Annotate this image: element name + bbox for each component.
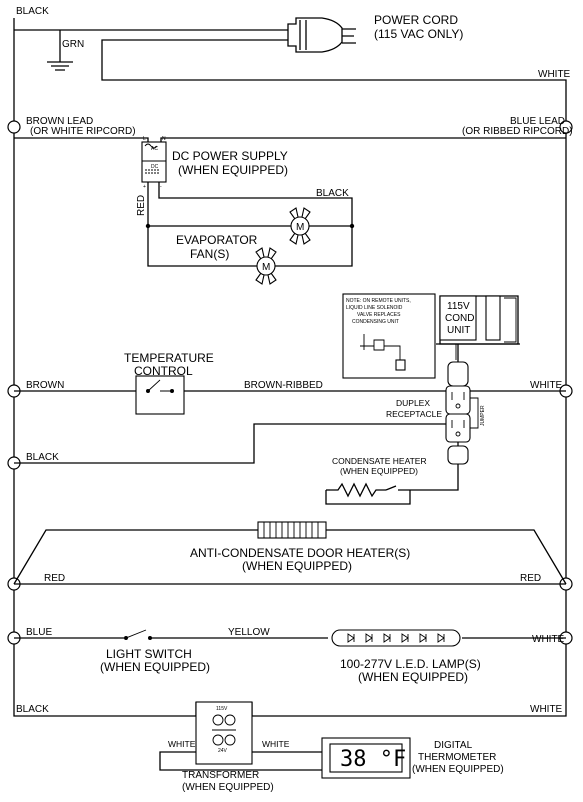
duplex-receptacle-title: DUPLEX: [396, 398, 430, 408]
thermometer-subtitle: (WHEN EQUIPPED): [412, 764, 504, 775]
remote-unit-note-box: [342, 293, 436, 379]
evaporator-title: EVAPORATOR: [176, 233, 258, 247]
evaporator-fan-2-icon: [255, 247, 277, 285]
thermometer-title-2: THERMOMETER: [418, 752, 496, 763]
dc-power-supply-subtitle: (WHEN EQUIPPED): [178, 163, 288, 177]
condensing-unit: [436, 295, 520, 360]
dc-supply-wiring: [14, 137, 566, 267]
wire-label-black-bottom: BLACK: [16, 704, 49, 715]
temperature-control-subtitle: CONTROL: [134, 364, 193, 378]
transformer-subtitle: (WHEN EQUIPPED): [182, 782, 274, 793]
brown-lead-label: BROWN LEAD: [26, 116, 93, 127]
cond-unit-label-3: UNIT: [447, 325, 470, 336]
dc-supply-minus-label: -: [160, 184, 162, 190]
cond-unit-label-2: COND: [445, 313, 474, 324]
transformer-title: TRANSFORMER: [182, 770, 259, 781]
remote-note-line-3: VALVE REPLACES: [357, 312, 401, 318]
dc-supply-plus-label: +: [143, 184, 146, 190]
wire-label-yellow: YELLOW: [228, 627, 270, 638]
led-lamp-subtitle: (WHEN EQUIPPED): [358, 670, 468, 684]
anti-condensate-heater-element: [257, 521, 327, 539]
duplex-receptacle: [445, 344, 479, 465]
evaporator-subtitle: FAN(S): [190, 247, 229, 261]
temperature-control-title: TEMPERATURE: [124, 351, 214, 365]
wire-label-white-led: WHITE: [532, 634, 565, 645]
condensate-heater-title: CONDENSATE HEATER: [332, 456, 427, 466]
wire-label-brown: BROWN: [26, 380, 64, 391]
evaporator-fan-icon: [289, 207, 311, 245]
blue-lead-sub-label: (OR RIBBED RIPCORD): [462, 126, 573, 137]
remote-note-line-2: LIQUID LINE SOLENOID: [346, 305, 403, 311]
condensate-heater-subtitle: (WHEN EQUIPPED): [340, 466, 418, 476]
transformer-115v-label: 115V: [216, 706, 228, 712]
wire-label-red-fan: RED: [136, 195, 147, 216]
dc-supply-n-label: N: [162, 136, 166, 142]
wire-label-red-left: RED: [44, 573, 65, 584]
receptacle-black-wiring: [14, 423, 446, 464]
dc-supply-ac-label: AC: [151, 146, 158, 152]
transformer: [159, 701, 322, 771]
wire-label-black-fan: BLACK: [316, 188, 349, 199]
power-cord-plug-icon: [287, 17, 356, 53]
wire-label-white-mid: WHITE: [530, 380, 563, 391]
light-switch-subtitle: (WHEN EQUIPPED): [100, 660, 210, 674]
dc-supply-dc-label: DC: [151, 164, 159, 170]
condensate-heater: [325, 464, 459, 505]
power-cord-title: POWER CORD: [374, 13, 458, 27]
dc-power-supply: [141, 141, 167, 183]
main-wiring: [13, 18, 567, 717]
transformer-24v-label: 24V: [218, 748, 228, 754]
wire-label-white-bottom: WHITE: [530, 704, 563, 715]
door-heater-subtitle: (WHEN EQUIPPED): [242, 559, 352, 573]
thermometer-title-1: DIGITAL: [434, 740, 473, 751]
wire-label-black-top: BLACK: [16, 6, 49, 17]
light-switch-title: LIGHT SWITCH: [106, 647, 192, 661]
wire-label-white-top: WHITE: [538, 69, 571, 80]
terminal-blue-lead: [559, 120, 573, 134]
rail-terminals: [7, 120, 573, 645]
blue-lead-label: BLUE LEAD: [510, 116, 565, 127]
cond-unit-label-1: 115V: [447, 301, 470, 312]
temperature-control-switch: [135, 375, 185, 415]
wire-label-white-transformer-right: WHITE: [262, 739, 290, 749]
door-heater-wiring: [13, 529, 567, 585]
wire-label-ground: GRN: [62, 39, 84, 50]
remote-note-line-4: CONDENSING UNIT: [352, 319, 399, 325]
wire-label-brown-ribbed: BROWN-RIBBED: [244, 380, 323, 391]
thermometer-display-readout: 38 °F: [340, 747, 406, 772]
jumper-label: JUMPER: [480, 405, 486, 426]
motor-label-2: M: [262, 262, 270, 273]
duplex-receptacle-subtitle: RECEPTACLE: [386, 409, 442, 419]
power-cord-subtitle: (115 VAC ONLY): [374, 27, 463, 41]
wire-label-red-right: RED: [520, 573, 541, 584]
wire-label-white-transformer-left: WHITE: [168, 739, 196, 749]
brown-lead-sub-label: (OR WHITE RIPCORD): [30, 126, 136, 137]
motor-label-1: M: [296, 222, 304, 233]
terminal-brown-lead: [7, 120, 21, 134]
dc-power-supply-title: DC POWER SUPPLY: [172, 149, 288, 163]
dc-supply-l-label: L: [143, 136, 146, 142]
wire-label-blue: BLUE: [26, 627, 52, 638]
led-lamp-strip: [331, 629, 461, 647]
wire-label-black-left: BLACK: [26, 452, 59, 463]
remote-note-line-1: NOTE: ON REMOTE UNITS,: [346, 298, 411, 304]
door-heater-title: ANTI-CONDENSATE DOOR HEATER(S): [190, 546, 410, 560]
light-switch: [124, 629, 152, 640]
led-lamp-title: 100-277V L.E.D. LAMP(S): [340, 657, 481, 671]
digital-thermometer: [321, 737, 411, 779]
